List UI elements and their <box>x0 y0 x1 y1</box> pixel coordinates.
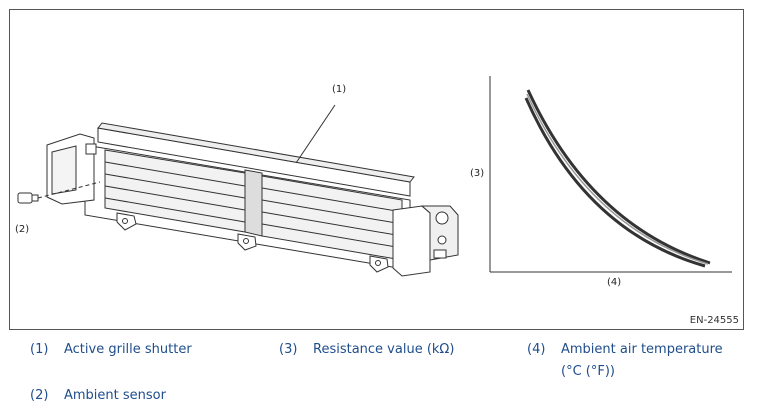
legend-number: (1) <box>30 342 49 357</box>
resistance-curve-upper <box>526 89 711 265</box>
callout-2: (2) <box>15 224 30 235</box>
legend-item-ambient-sensor: (2) Ambient sensor <box>30 385 166 407</box>
legend-item-ambient-air-temperature: (4) Ambient air temperature (°C (°F)) <box>527 339 752 383</box>
resistance-curve-band <box>526 93 709 265</box>
legend-label: Active grille shutter <box>64 342 192 357</box>
legend-item-resistance-value: (3) Resistance value (kΩ) <box>279 339 454 361</box>
leader-line-1 <box>295 104 336 164</box>
callout-3: (3) <box>470 168 485 179</box>
legend-label: Ambient sensor <box>64 388 166 403</box>
resistance-graph <box>489 76 732 273</box>
figure-frame: (1) (2) (3) (4) EN-24555 <box>9 9 744 330</box>
figure-code: EN-24555 <box>689 315 739 326</box>
callout-1: (1) <box>332 84 347 95</box>
legend-number: (2) <box>30 388 49 403</box>
legend-label: Resistance value (kΩ) <box>313 342 455 357</box>
active-grille-shutter <box>46 122 459 277</box>
legend-label: Ambient air temperature (°C (°F)) <box>561 342 723 379</box>
callout-4: (4) <box>607 277 622 288</box>
legend-item-active-grille-shutter: (1) Active grille shutter <box>30 339 192 361</box>
legend-number: (3) <box>279 342 298 357</box>
legend-number: (4) <box>527 342 546 357</box>
ambient-sensor <box>17 181 101 204</box>
diagram-drawing <box>17 76 732 277</box>
resistance-curve-lower <box>524 97 706 268</box>
